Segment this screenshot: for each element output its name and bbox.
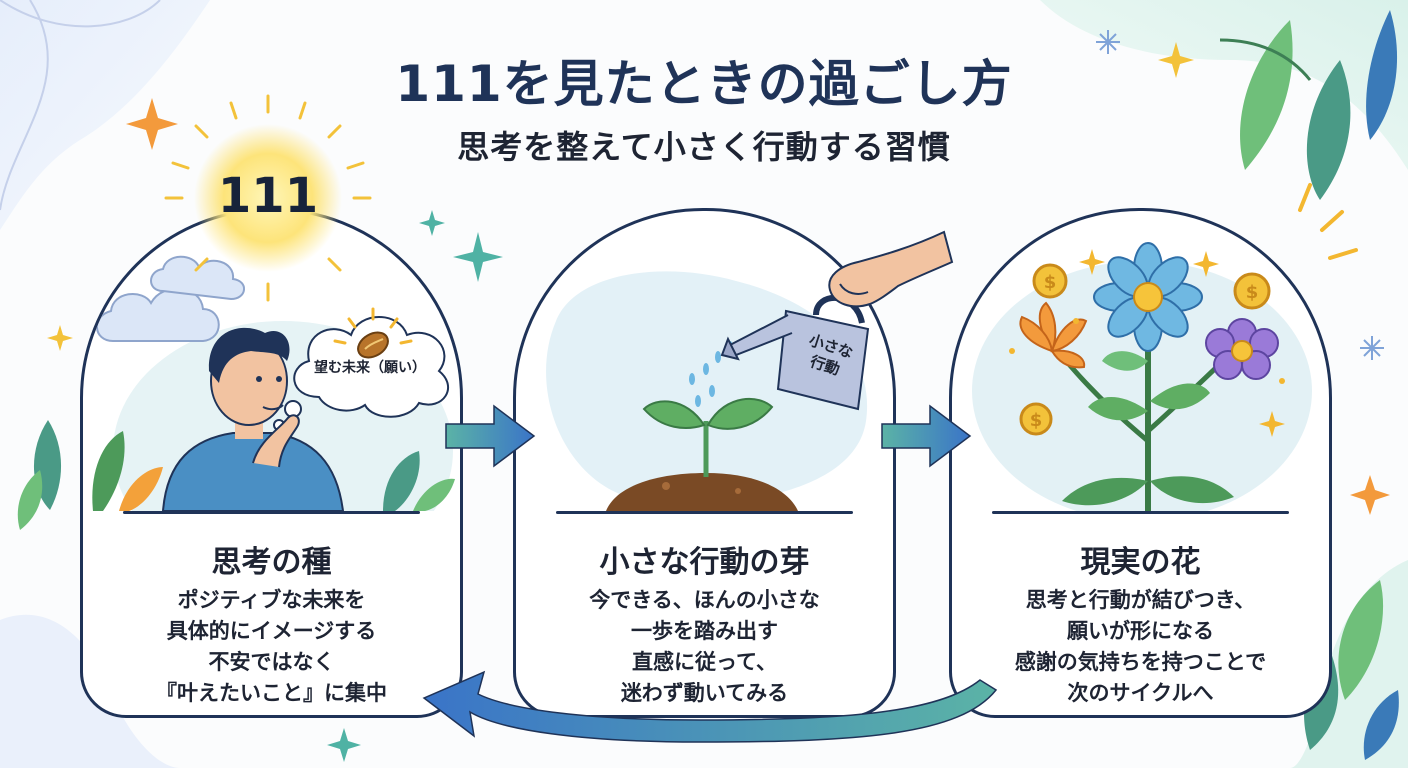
panel-action-sprout: 小さな行動の芽 今できる、ほんの小さな 一歩を踏み出す 直感に従って、 迷わず動… xyxy=(513,208,896,718)
panel-line: 迷わず動いてみる xyxy=(620,681,789,705)
panel-line: 感謝の気持ちを持つことで xyxy=(1014,650,1267,674)
leaf-icon xyxy=(92,431,455,511)
sparkle-icon xyxy=(1298,183,1358,260)
sparkle-icon xyxy=(1009,249,1285,437)
panel-divider xyxy=(123,511,420,514)
panel-line: 一歩を踏み出す xyxy=(631,619,778,643)
panel-title: 思考の種 xyxy=(211,545,332,580)
sparkle-icon xyxy=(1096,30,1384,360)
panel-description: 今できる、ほんの小さな 一歩を踏み出す 直感に従って、 迷わず動いてみる xyxy=(522,585,887,709)
panel-line: 不安ではなく xyxy=(208,650,335,674)
sparkle-icon xyxy=(47,42,1390,515)
panel-line: 『叶えたいこと』に集中 xyxy=(156,681,387,705)
thinking-person-icon xyxy=(161,327,345,511)
panel-description: ポジティブな未来を 具体的にイメージする 不安ではなく 『叶えたいこと』に集中 xyxy=(89,585,454,709)
panel-thought-seed: 思考の種 ポジティブな未来を 具体的にイメージする 不安ではなく 『叶えたいこと… xyxy=(80,208,463,718)
panel-reality-flower: $ $ $ 現実の花 思考と行動が結びつき、 願いが形になる 感謝の気持ちを持つこと… xyxy=(949,208,1332,718)
panel-line: 今できる、ほんの小さな xyxy=(589,588,820,612)
panel-divider xyxy=(992,511,1289,514)
svg-text:$: $ xyxy=(1246,282,1259,303)
thought-bubble-label: 望む未来（願い） xyxy=(314,360,426,376)
panel-line: 思考と行動が結びつき、 xyxy=(1025,588,1256,612)
sprout-scene xyxy=(546,271,870,511)
panel-line: 次のサイクルへ xyxy=(1067,681,1214,705)
panel-description: 思考と行動が結びつき、 願いが形になる 感謝の気持ちを持つことで 次のサイクルへ xyxy=(958,585,1323,709)
flower-scene: $ $ $ xyxy=(972,242,1312,511)
page-title: 111を見たときの過ごし方 xyxy=(395,55,1013,113)
panel-line: 具体的にイメージする xyxy=(166,619,377,643)
svg-text:$: $ xyxy=(1044,272,1057,293)
panel-line: 願いが形になる xyxy=(1067,619,1214,643)
svg-text:$: $ xyxy=(1030,410,1043,431)
leaf-icon xyxy=(1219,10,1398,200)
page-subtitle: 思考を整えて小さく行動する習慣 xyxy=(457,128,951,166)
flower-icon xyxy=(1019,242,1279,511)
panel-divider xyxy=(556,511,853,514)
sprout-icon xyxy=(606,397,798,511)
thought-scene xyxy=(92,255,455,511)
panel-line: ポジティブな未来を xyxy=(177,588,366,612)
seed-icon xyxy=(333,307,413,359)
panel-line: 直感に従って、 xyxy=(632,650,777,674)
panel-title: 現実の花 xyxy=(1080,545,1201,580)
cloud-icon xyxy=(96,255,245,342)
panel-title: 小さな行動の芽 xyxy=(599,545,810,580)
coin-icon xyxy=(1019,263,1271,436)
badge-111: 111 xyxy=(217,168,319,224)
sparkle-icon xyxy=(327,210,503,762)
leaf-icon xyxy=(17,420,62,530)
